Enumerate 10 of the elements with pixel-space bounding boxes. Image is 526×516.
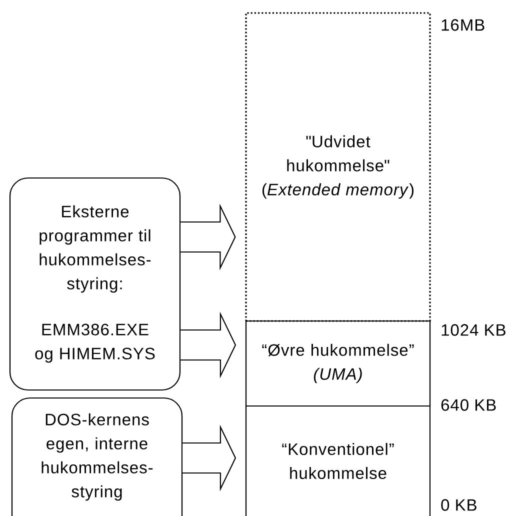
rounded-text-box: Eksterne programmer til hukommelses- styring: EMM386.EXE og HIMEM.SYS (9, 177, 181, 391)
block-arrow (180, 204, 236, 270)
block-arrow (182, 424, 236, 492)
rounded-text-box: DOS-kernens egen, interne hukommelses- styring (11, 397, 183, 516)
memory-region: “Øvre hukommelse” (UMA) (245, 320, 431, 407)
memory-region: "Udvidet hukommelse" (Extended memory) (245, 12, 431, 322)
block-arrow (180, 312, 236, 378)
memory-region: “Konventionel” hukommelse (245, 405, 431, 516)
address-label: 1024 KB (442, 324, 506, 336)
address-label: 640 KB (441, 399, 496, 411)
